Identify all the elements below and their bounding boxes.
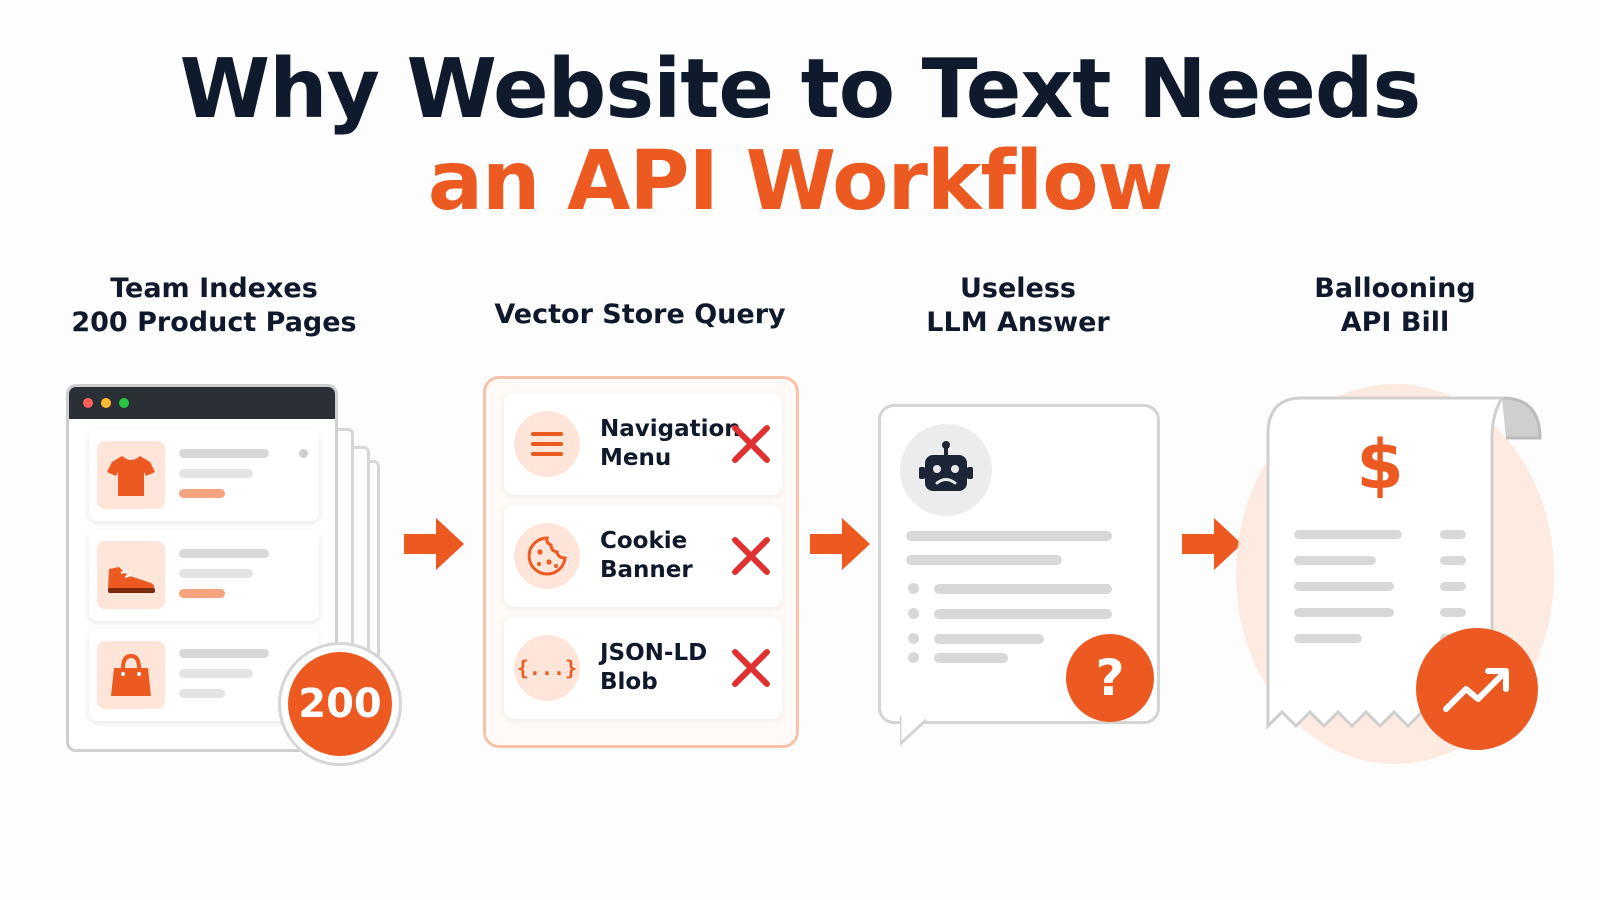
browser-title-bar (69, 387, 335, 419)
reject-x-icon (732, 649, 770, 687)
code-braces-icon: {...} (514, 635, 580, 701)
product-text-placeholder (179, 449, 269, 458)
answer-text-placeholder (934, 653, 1008, 663)
step-label-vector-store: Vector Store Query (480, 298, 800, 332)
answer-text-placeholder (906, 555, 1062, 565)
dollar-sign: $ (1356, 426, 1404, 505)
bill-amount (1440, 556, 1466, 565)
window-close-dot (83, 398, 93, 408)
handbag-icon (111, 653, 151, 696)
bill-line-item (1294, 556, 1376, 565)
product-text-placeholder (179, 549, 269, 558)
step-label-llm-answer: Useless LLM Answer (868, 272, 1168, 340)
question-mark-badge: ? (1066, 634, 1154, 722)
step-label-indexing-line-2: 200 Product Pages (71, 307, 357, 338)
vector-result-json-ld-blob: {...} JSON-LD Blob (504, 617, 782, 719)
vector-store-results-panel: Navigation Menu Cookie Banner {...} (483, 376, 799, 748)
reject-x-icon (732, 537, 770, 575)
answer-bullet (908, 608, 919, 619)
product-card (89, 529, 319, 621)
title-line-2: an API Workflow (427, 134, 1174, 229)
answer-bullet (908, 633, 919, 644)
flow-arrow-icon (404, 518, 464, 570)
trending-up-icon (1443, 668, 1509, 712)
vector-result-label-line-1: JSON-LD (600, 640, 708, 666)
bill-line-item (1294, 608, 1394, 617)
bill-amount (1440, 530, 1466, 539)
vector-result-label-line-1: Navigation (600, 416, 741, 442)
t-shirt-icon (107, 456, 155, 496)
answer-text-placeholder (934, 584, 1112, 594)
vector-result-label: JSON-LD Blob (600, 639, 730, 697)
step-label-indexing-line-1: Team Indexes (110, 273, 318, 304)
vector-result-label-line-2: Menu (600, 445, 672, 471)
product-text-placeholder (179, 669, 253, 678)
product-price-placeholder (179, 589, 225, 598)
window-maximize-dot (119, 398, 129, 408)
step-label-llm-answer-line-2: LLM Answer (926, 307, 1110, 338)
page-count-value: 200 (288, 652, 392, 756)
chat-bubble-tail (900, 716, 928, 746)
product-text-placeholder (179, 469, 253, 478)
bill-line-item (1294, 582, 1394, 591)
bill-amount (1440, 608, 1466, 617)
bill-line-item (1294, 634, 1362, 643)
answer-text-placeholder (934, 634, 1044, 644)
vector-result-navigation-menu: Navigation Menu (504, 393, 782, 495)
sneaker-icon (108, 567, 155, 593)
answer-bullet (908, 583, 919, 594)
product-thumbnail (97, 641, 165, 709)
bill-line-item (1294, 530, 1402, 539)
browser-window (66, 384, 338, 752)
vector-result-label-line-2: Banner (600, 557, 693, 583)
menu-icon (514, 411, 580, 477)
flow-arrow-icon (1182, 518, 1242, 570)
product-thumbnail (97, 441, 165, 509)
step-label-api-bill: Ballooning API Bill (1245, 272, 1545, 340)
cookie-icon (514, 523, 580, 589)
product-price-placeholder (179, 489, 225, 498)
flow-arrow-icon (810, 518, 870, 570)
product-thumbnail (97, 541, 165, 609)
page-count-badge: 200 (278, 642, 402, 766)
product-text-placeholder (179, 689, 225, 698)
vector-result-label: Navigation Menu (600, 415, 741, 473)
cost-increase-badge (1416, 628, 1538, 750)
step-label-api-bill-line-2: API Bill (1340, 307, 1450, 338)
title-line-1: Why Website to Text Needs (179, 42, 1422, 137)
bill-amount (1440, 582, 1466, 591)
step-label-api-bill-line-1: Ballooning (1314, 273, 1476, 304)
answer-bullet (908, 652, 919, 663)
window-minimize-dot (101, 398, 111, 408)
product-text-placeholder (179, 569, 253, 578)
robot-avatar (900, 424, 992, 516)
vector-result-label: Cookie Banner (600, 527, 730, 585)
vector-result-label-line-1: Cookie (600, 528, 688, 554)
product-dot-placeholder (299, 449, 308, 458)
step-label-llm-answer-line-1: Useless (959, 273, 1076, 304)
product-text-placeholder (179, 649, 269, 658)
sad-robot-icon (919, 441, 973, 491)
reject-x-icon (732, 425, 770, 463)
answer-text-placeholder (934, 609, 1112, 619)
code-braces-glyph: {...} (516, 656, 578, 680)
product-card (89, 429, 319, 521)
vector-result-label-line-2: Blob (600, 669, 658, 695)
vector-result-cookie-banner: Cookie Banner (504, 505, 782, 607)
answer-text-placeholder (906, 531, 1112, 541)
step-label-indexing: Team Indexes 200 Product Pages (64, 272, 364, 340)
step-label-vector-store-line-1: Vector Store Query (494, 299, 786, 330)
